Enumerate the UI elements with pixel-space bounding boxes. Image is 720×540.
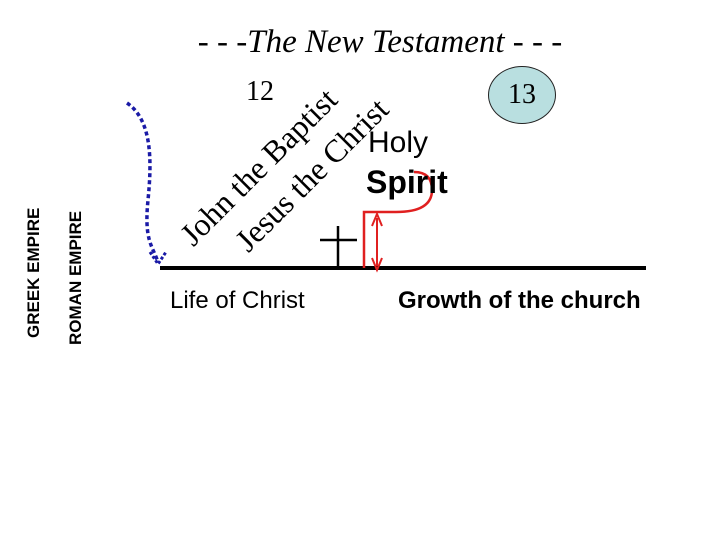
spirit-arrow-head-top bbox=[371, 211, 383, 227]
chapter-number-left: 12 bbox=[246, 76, 274, 107]
spirit-marker bbox=[362, 170, 434, 268]
chapter-number-circle: 13 bbox=[488, 66, 556, 124]
spirit-arrow-head-bottom bbox=[371, 257, 383, 273]
page-title: - - -The New Testament - - - bbox=[197, 24, 563, 60]
spirit-label: Spirit bbox=[366, 164, 448, 200]
chapter-number-right: 13 bbox=[508, 79, 536, 110]
growth-of-church-label: Growth of the church bbox=[398, 287, 641, 314]
holy-label: Holy bbox=[368, 126, 429, 159]
life-of-christ-label: Life of Christ bbox=[170, 287, 305, 314]
dotted-arrow bbox=[125, 101, 160, 263]
